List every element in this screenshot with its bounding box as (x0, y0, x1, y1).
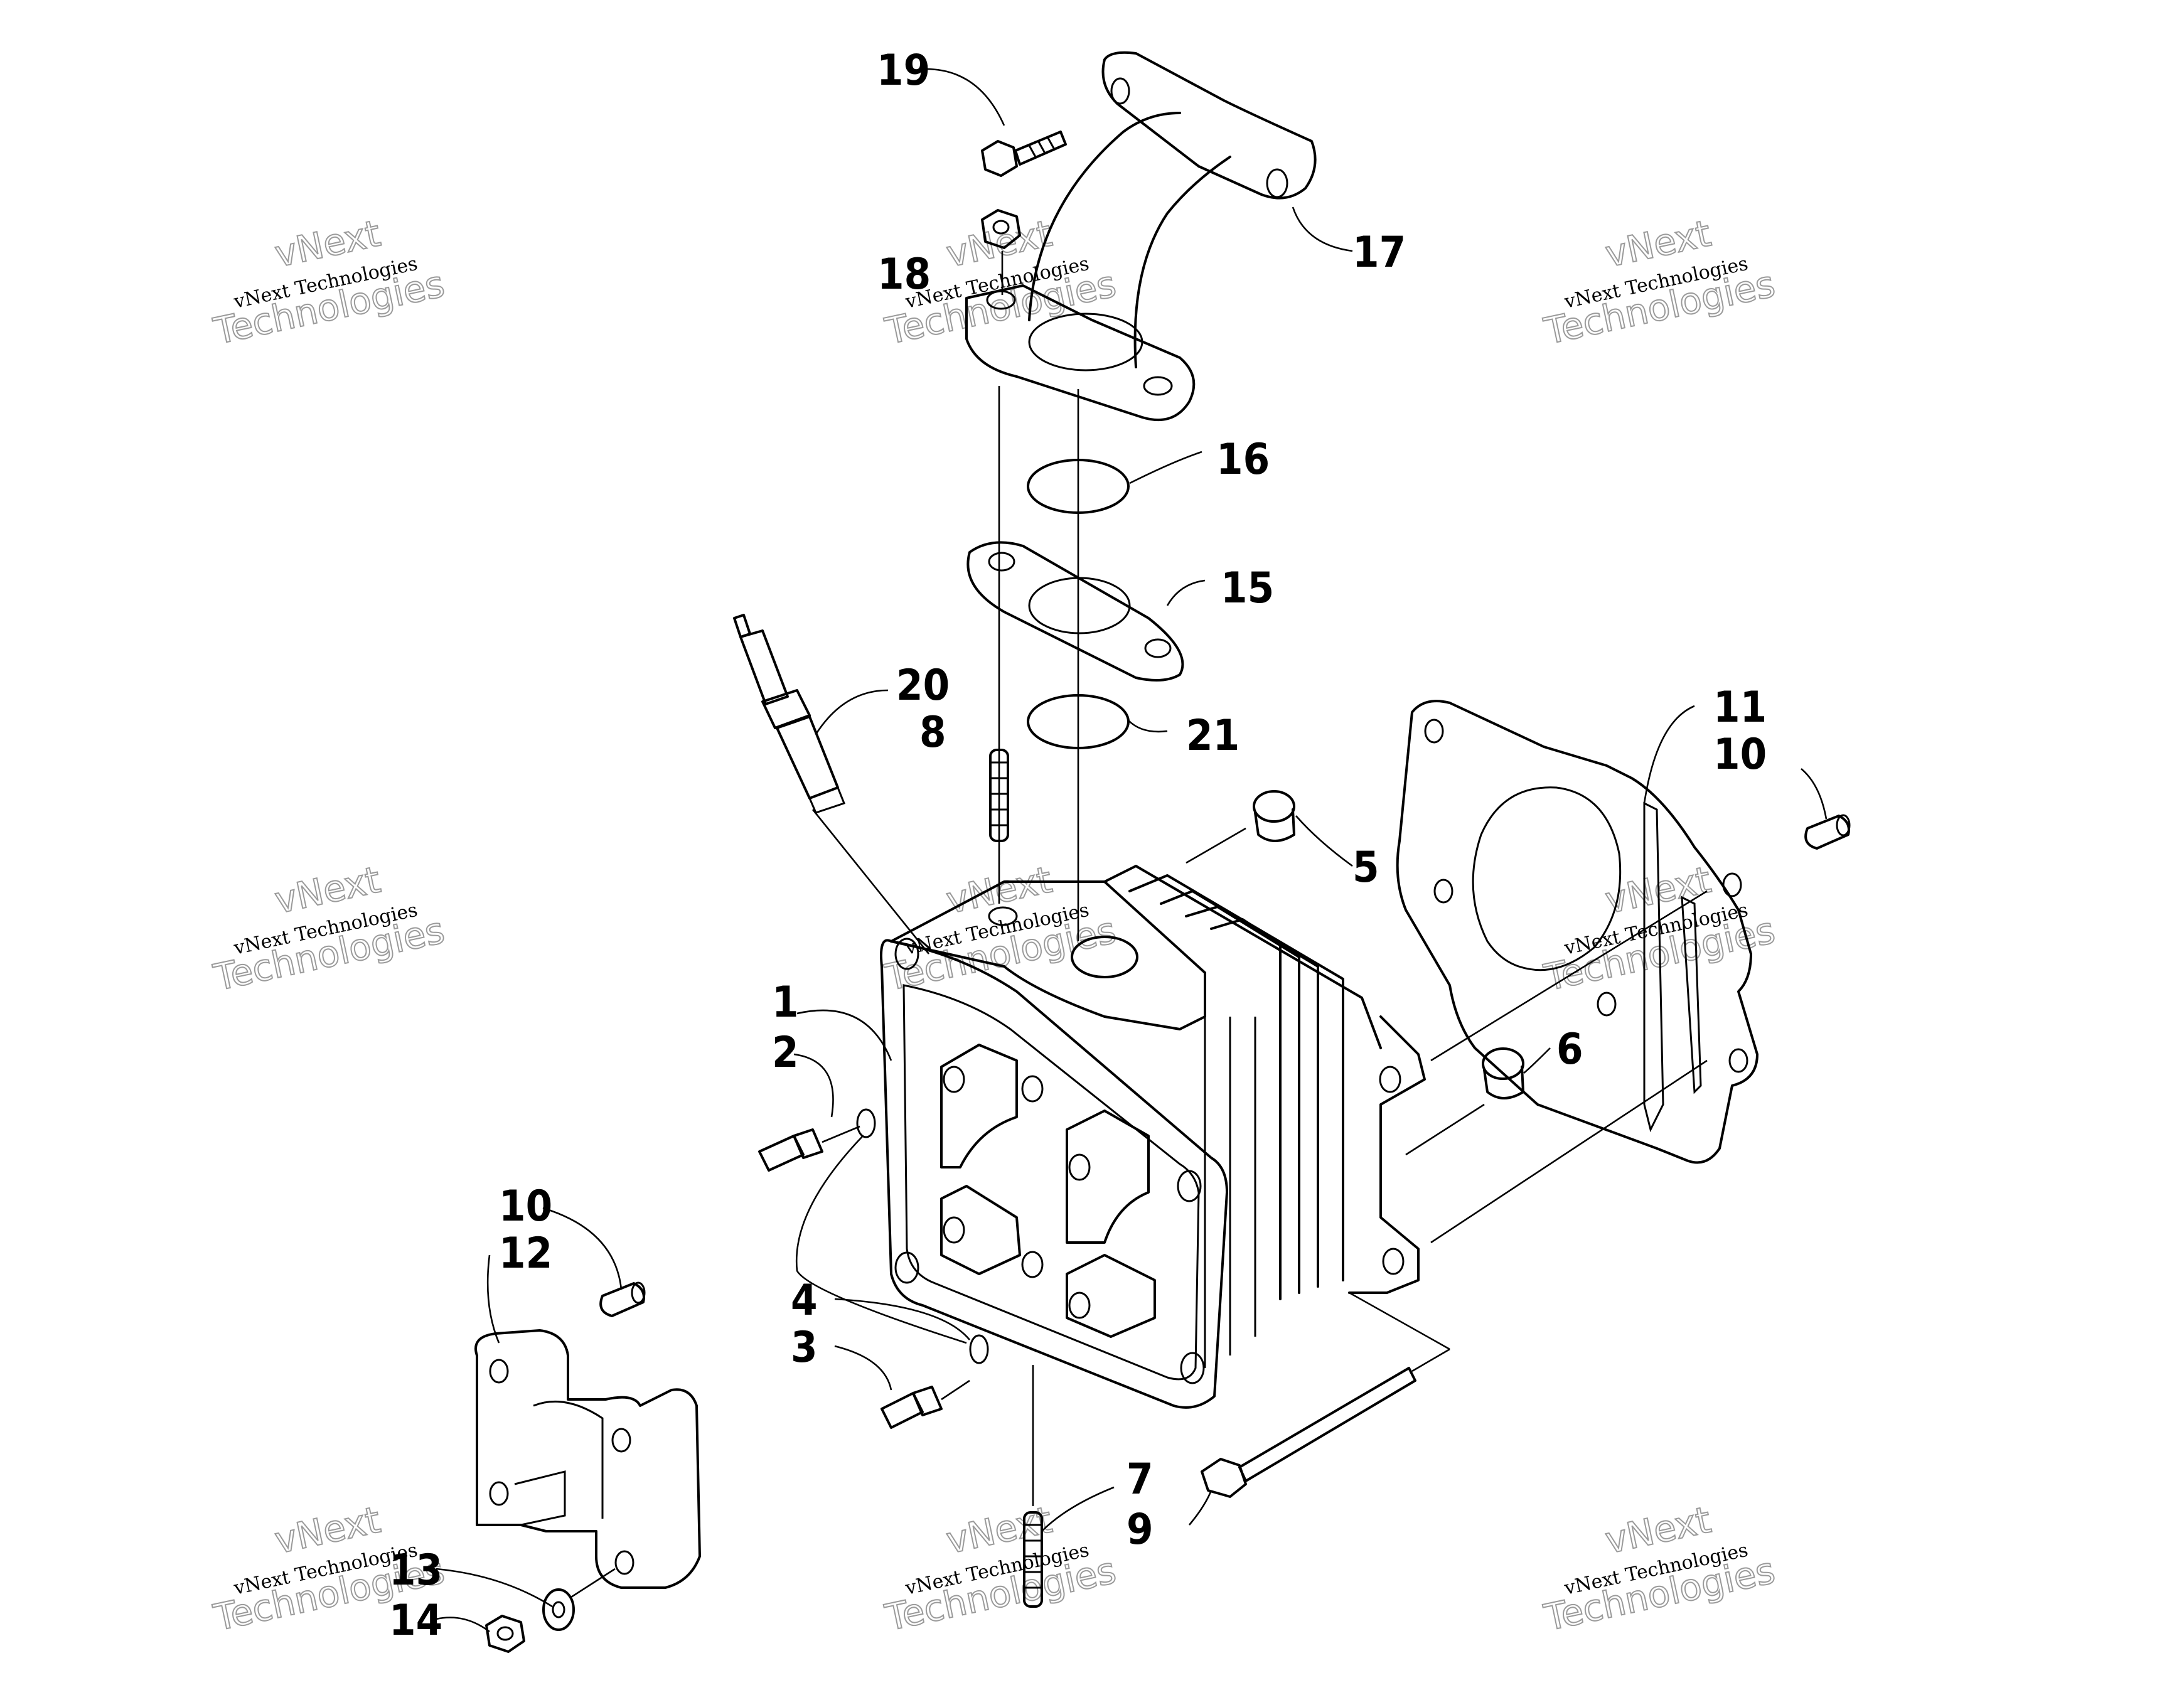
dowel-part-5 (1253, 790, 1295, 842)
watermark-bottom-right: vNext vNext Technologies Technologies (1539, 1497, 1779, 1640)
callout-18: 18 (877, 250, 931, 299)
long-bolt-part-9 (1201, 1291, 1450, 1498)
callout-20: 20 (896, 661, 950, 710)
stud-part-7 (1023, 1365, 1043, 1608)
alignment-line-gasket-b (1430, 1059, 1708, 1244)
watermarks: vNext vNext Technologies Technologies vN… (209, 211, 1779, 1640)
callout-10-right: 10 (1713, 730, 1767, 779)
callout-13: 13 (389, 1546, 442, 1595)
alignment-line-dowel-6 (1405, 1103, 1485, 1156)
callout-16: 16 (1216, 435, 1270, 484)
watermark-top-right: vNext vNext Technologies Technologies (1539, 211, 1779, 353)
callout-3: 3 (791, 1323, 818, 1372)
callout-14: 14 (389, 1596, 442, 1645)
callout-1: 1 (772, 978, 799, 1027)
callout-10-left: 10 (499, 1182, 552, 1231)
watermark-mid-left: vNext vNext Technologies Technologies (209, 857, 449, 1000)
callout-19: 19 (877, 46, 930, 95)
bolt-part-19 (981, 131, 1067, 177)
gasket-part-15 (966, 541, 1184, 682)
callout-2: 2 (772, 1028, 799, 1077)
plug-part-2 (758, 1108, 876, 1172)
callout-labels: 19 17 18 16 15 20 8 21 11 10 5 1 2 6 10 … (389, 46, 1767, 1645)
callout-11: 11 (1713, 683, 1767, 732)
callout-5: 5 (1352, 843, 1379, 892)
plug-part-3 (881, 1334, 989, 1429)
watermark-top-left: vNext vNext Technologies Technologies (209, 211, 449, 353)
callout-4: 4 (791, 1276, 818, 1325)
stud-part-8 (989, 749, 1009, 842)
nut-part-14 (485, 1615, 525, 1653)
cylinder-head-part-1 (880, 865, 1426, 1409)
callout-21: 21 (1186, 711, 1239, 761)
callout-9: 9 (1127, 1505, 1154, 1554)
callout-15: 15 (1221, 564, 1274, 613)
callout-7: 7 (1127, 1455, 1154, 1504)
callout-12: 12 (499, 1229, 552, 1278)
washer-part-13 (542, 1568, 616, 1631)
callout-8: 8 (919, 708, 946, 757)
alignment-line-dowel-5 (1186, 827, 1246, 864)
rocker-bracket-part-12 (474, 1329, 701, 1589)
dowel-pin-part-10-right (1804, 814, 1851, 850)
dowel-pin-part-10-left (599, 1281, 646, 1317)
watermark-mid-right: vNext vNext Technologies Technologies (1539, 857, 1779, 1000)
nut-part-18 (981, 209, 1021, 295)
alignment-line-gasket-a (1430, 890, 1708, 1062)
callout-leaders (436, 68, 1828, 1633)
watermark-bottom-center: vNext vNext Technologies Technologies (881, 1497, 1120, 1640)
callout-6: 6 (1556, 1025, 1583, 1074)
callout-17: 17 (1352, 228, 1406, 277)
spark-plug-part-20 (733, 614, 930, 954)
exhaust-elbow-part-17 (965, 51, 1317, 422)
